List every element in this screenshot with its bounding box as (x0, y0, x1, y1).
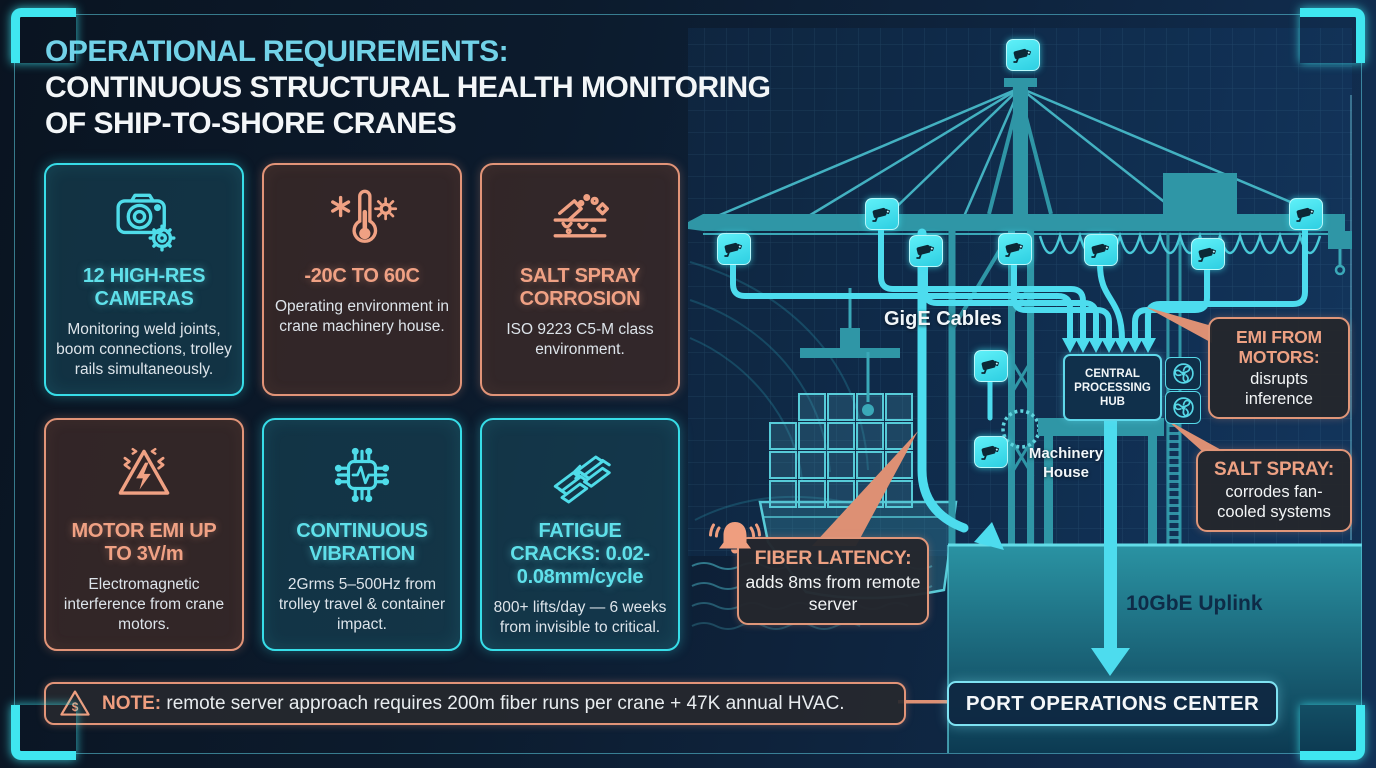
callout-title: EMI FROM MOTORS: (1236, 327, 1322, 367)
card-corrosion: SALT SPRAY CORROSION ISO 9223 C5-M class… (480, 163, 680, 396)
callout-emi-from-motors: EMI FROM MOTORS: disrupts inference (1208, 317, 1350, 419)
crane-structure (688, 78, 1352, 551)
alert-bell-icon (708, 510, 762, 564)
card-cameras: 12 HIGH-RES CAMERAS Monitoring weld join… (44, 163, 244, 396)
requirement-cards: 12 HIGH-RES CAMERAS Monitoring weld join… (44, 163, 680, 651)
card-title: SALT SPRAY CORROSION (519, 265, 641, 310)
callout-body: disrupts inference (1245, 370, 1313, 408)
cctv-camera-icon (717, 233, 751, 265)
gige-cables-label: GigE Cables (884, 308, 1002, 330)
callout-title: FIBER LATENCY: (754, 547, 912, 569)
callout-fiber-latency: FIBER LATENCY: adds 8ms from remote serv… (737, 537, 929, 625)
uplink-arrow (1091, 420, 1130, 676)
cost-warning-icon: $ (60, 690, 90, 716)
cctv-camera-icon (1006, 39, 1040, 71)
central-processing-hub-box: CENTRAL PROCESSING HUB (1063, 354, 1162, 421)
card-body: Operating environment in crane machinery… (274, 298, 450, 335)
cctv-camera-icon (1084, 234, 1118, 266)
uplink-label: 10GbE Uplink (1126, 592, 1263, 615)
page-title: OPERATIONAL REQUIREMENTS: CONTINUOUS STR… (45, 34, 771, 142)
machinery-house-label: Machinery House (1028, 445, 1104, 481)
card-motor-emi: MOTOR EMI UP TO 3V/m Electromagnetic int… (44, 418, 244, 651)
card-title: FATIGUE CRACKS: 0.02-0.08mm/cycle (510, 520, 650, 588)
callout-pointers (812, 307, 1225, 704)
corrosion-icon (541, 181, 619, 259)
callout-body: adds 8ms from remote server (745, 572, 921, 614)
thermometer-icon (323, 181, 401, 259)
card-body: 800+ lifts/day — 6 weeks from invisible … (493, 599, 667, 636)
card-temperature: -20C TO 60C Operating environment in cra… (262, 163, 462, 396)
card-title: 12 HIGH-RES CAMERAS (82, 265, 206, 310)
callout-body: corrodes fan-cooled systems (1217, 483, 1331, 521)
card-title: -20C TO 60C (304, 265, 420, 287)
note-label: NOTE: (102, 692, 162, 714)
fan-icon (1165, 391, 1201, 424)
card-body: ISO 9223 C5-M class environment. (506, 321, 654, 358)
emi-warning-icon (105, 436, 183, 514)
cctv-camera-icon (1191, 238, 1225, 270)
note-bar: $ NOTE: remote server approach requires … (44, 682, 906, 725)
callout-title: SALT SPRAY: (1214, 459, 1334, 480)
cctv-camera-icon (974, 350, 1008, 382)
card-fatigue: FATIGUE CRACKS: 0.02-0.08mm/cycle 800+ l… (480, 418, 680, 651)
cctv-camera-icon (909, 235, 943, 267)
cracked-beam-icon (541, 436, 619, 514)
cctv-camera-icon (1289, 198, 1323, 230)
vibration-chip-icon (323, 436, 401, 514)
cctv-camera-icon (865, 198, 899, 230)
card-body: Electromagnetic interference from crane … (63, 576, 225, 633)
cctv-camera-icon (974, 436, 1008, 468)
card-title: MOTOR EMI UP TO 3V/m (71, 520, 217, 565)
callout-salt-spray: SALT SPRAY: corrodes fan-cooled systems (1196, 449, 1352, 532)
svg-text:$: $ (72, 700, 79, 714)
note-text: NOTE: remote server approach requires 20… (102, 692, 845, 714)
title-line-3: OF SHIP-TO-SHORE CRANES (45, 107, 457, 140)
card-body: Monitoring weld joints, boom connections… (56, 321, 232, 378)
hub-entry-arrows (1062, 338, 1156, 353)
fan-icon (1165, 357, 1201, 390)
port-operations-center-box: PORT OPERATIONS CENTER (947, 681, 1278, 726)
card-title: CONTINUOUS VIBRATION (296, 520, 428, 565)
cctv-camera-icon (998, 233, 1032, 265)
title-line-2: CONTINUOUS STRUCTURAL HEALTH MONITORING (45, 71, 771, 104)
card-vibration: CONTINUOUS VIBRATION 2Grms 5–500Hz from … (262, 418, 462, 651)
card-body: 2Grms 5–500Hz from trolley travel & cont… (278, 576, 446, 633)
title-line-1: OPERATIONAL REQUIREMENTS: (45, 35, 509, 68)
fiber-run-cable (917, 228, 1004, 550)
camera-gear-icon (105, 181, 183, 259)
